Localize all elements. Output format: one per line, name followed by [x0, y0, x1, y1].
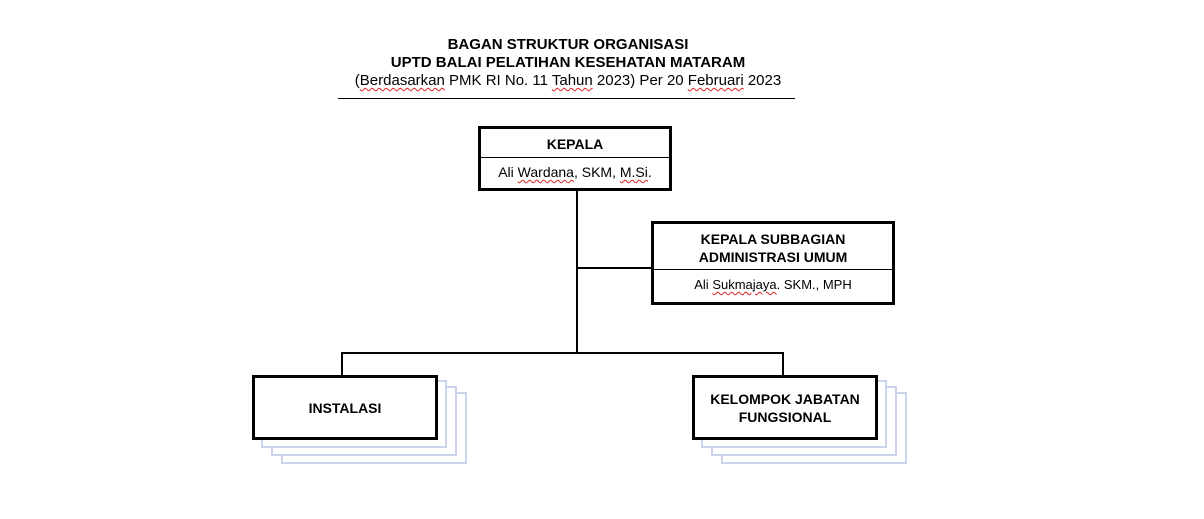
instalasi-title: INSTALASI: [308, 399, 382, 416]
kepala-title: KEPALA: [546, 136, 604, 152]
subbagian-divider: [654, 269, 892, 270]
node-kepala: KEPALA Ali Wardana, SKM, M.Si.: [478, 126, 672, 191]
node-kepala-subbagian: KEPALA SUBBAGIAN ADMINISTRASI UMUM Ali S…: [651, 221, 895, 305]
connector-to-jabatan-fungsional: [782, 352, 784, 377]
kepala-name: Ali Wardana, SKM, M.Si.: [498, 164, 652, 180]
jabatan-fungsional-title-line1: KELOMPOK JABATAN: [710, 390, 860, 407]
connector-vertical-main: [576, 189, 578, 354]
subbagian-title-line2: ADMINISTRASI UMUM: [698, 249, 848, 265]
subbagian-name: Ali Sukmajaya. SKM., MPH: [694, 277, 852, 292]
subbagian-title-line1: KEPALA SUBBAGIAN: [700, 231, 846, 247]
node-instalasi: INSTALASI: [252, 375, 438, 440]
connector-to-subbagian: [576, 267, 653, 269]
chart-subtitle-org: UPTD BALAI PELATIHAN KESEHATAN MATARAM: [390, 54, 746, 71]
connector-horizontal-bottom: [341, 352, 784, 354]
chart-title: BAGAN STRUKTUR ORGANISASI: [447, 36, 689, 53]
node-kelompok-jabatan-fungsional: KELOMPOK JABATAN FUNGSIONAL: [692, 375, 878, 440]
subbagian-title: KEPALA SUBBAGIAN ADMINISTRASI UMUM: [654, 224, 892, 269]
jabatan-fungsional-title-line2: FUNGSIONAL: [738, 408, 832, 425]
connector-to-instalasi: [341, 352, 343, 377]
chart-basis-note: (Berdasarkan PMK RI No. 11 Tahun 2023) P…: [354, 72, 782, 89]
kepala-divider: [481, 157, 669, 158]
title-underline: [338, 98, 795, 99]
